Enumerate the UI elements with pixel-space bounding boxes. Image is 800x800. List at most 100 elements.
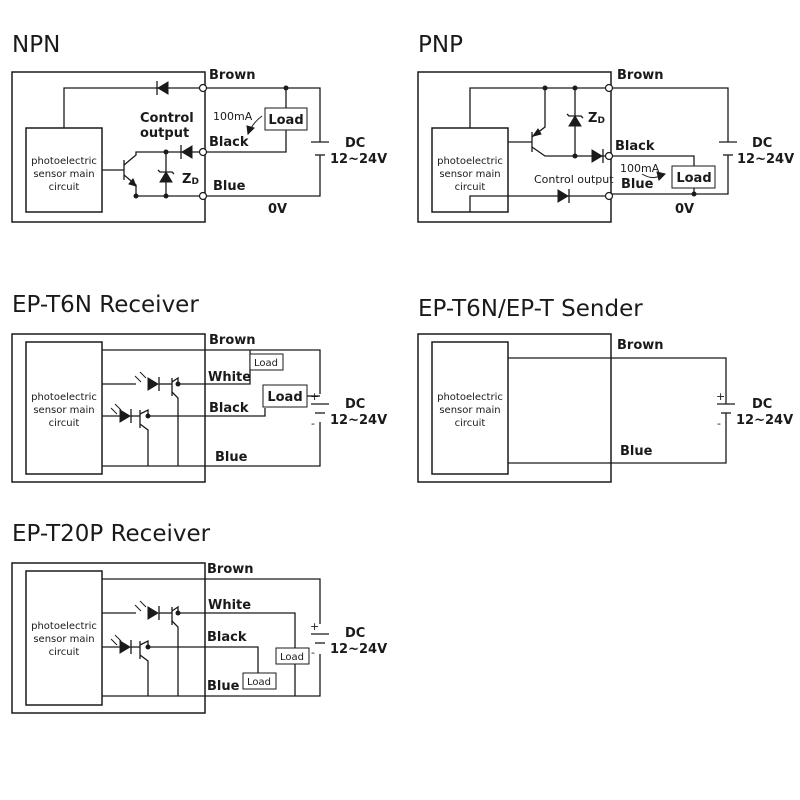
t20p-receiver-diagram: EP-T20P Receiver photoelectric sensor ma… <box>11 521 387 714</box>
npn-0v-label: 0V <box>268 202 287 217</box>
pnp-diagram: PNP photoelectric sensor main circuit ZD… <box>417 32 794 223</box>
t6n-dc-label: DC <box>345 397 365 412</box>
pnp-brown-internal-wire <box>469 87 609 128</box>
t6n-white-label: White <box>208 370 251 385</box>
t20p-white-label: White <box>208 598 251 613</box>
t6n-voltage-label: 12~24V <box>330 413 387 428</box>
npn-circuit-label-3: circuit <box>49 182 80 193</box>
t6n-main-circuit-box <box>25 341 103 475</box>
npn-black-external-wire <box>203 130 287 153</box>
npn-sensor-housing <box>11 71 206 223</box>
npn-junction-dot <box>163 149 169 155</box>
pnp-zd-label: ZD <box>588 111 605 126</box>
pnp-circuit-label-2: sensor main <box>439 169 500 180</box>
npn-title: NPN <box>12 32 60 58</box>
t6n-light-arrow <box>139 371 147 379</box>
sender-plus-label: + <box>716 390 725 403</box>
t20p-circuit-label-2: sensor main <box>33 634 94 645</box>
t6n-light-arrow <box>134 375 142 383</box>
t20p-sensor-housing <box>11 562 206 714</box>
t20p-black-emitter-wire <box>139 654 149 696</box>
t6n-junction-dot <box>175 381 181 387</box>
t6n-white-photodiode-icon <box>147 377 159 391</box>
npn-circuit-label-1: photoelectric <box>31 156 97 167</box>
pnp-blue-label: Blue <box>621 177 654 192</box>
npn-junction-dot <box>283 85 289 91</box>
npn-zener-diode-icon <box>159 171 173 183</box>
pnp-0v-label: 0V <box>675 202 694 217</box>
pnp-collector-wire <box>531 146 609 157</box>
t6n-blue-wire <box>102 422 321 467</box>
sender-housing <box>417 333 612 483</box>
npn-emitter-arrow-icon <box>128 178 137 187</box>
sender-diagram: EP-T6N/EP-T Sender photoelectric sensor … <box>417 296 793 483</box>
pnp-current-arrow-head-icon <box>656 171 666 181</box>
npn-zd-label: ZD <box>182 172 199 187</box>
pnp-blue-internal-wire <box>469 195 609 212</box>
npn-diagram: NPN photoelectric sensor main circuit ZD… <box>11 32 387 223</box>
t20p-lower-load-box <box>242 672 277 690</box>
pnp-current-label: 100mA <box>620 162 660 175</box>
sender-circuit-label-2: sensor main <box>439 405 500 416</box>
npn-junction-dot <box>163 193 169 199</box>
npn-circuit-label-2: sensor main <box>33 169 94 180</box>
npn-brown-terminal <box>198 83 208 93</box>
npn-brown-external-wire <box>203 87 321 142</box>
t6n-light-arrow <box>110 407 118 415</box>
t20p-dc-label: DC <box>345 626 365 641</box>
t20p-white-emitter-wire <box>171 620 179 696</box>
t6n-large-load-label: Load <box>267 390 302 405</box>
t20p-light-arrow <box>139 600 147 608</box>
t20p-minus-label: - <box>311 646 315 659</box>
pnp-black-label: Black <box>615 139 655 154</box>
npn-blue-terminal <box>198 191 208 201</box>
t20p-upper-load-label: Load <box>280 652 304 663</box>
sender-brown-wire <box>508 357 727 404</box>
t20p-blue-label: Blue <box>207 679 240 694</box>
t20p-light-arrow <box>134 604 142 612</box>
t20p-voltage-label: 12~24V <box>330 642 387 657</box>
sender-main-circuit-box <box>431 341 509 475</box>
pnp-black-terminal <box>604 151 614 161</box>
t6n-brown-label: Brown <box>209 333 256 348</box>
npn-black-terminal <box>198 147 208 157</box>
npn-blue-external-wire <box>203 155 321 197</box>
t20p-plus-label: + <box>310 620 319 633</box>
pnp-zener-diode-icon <box>568 115 582 127</box>
npn-black-label: Black <box>209 135 249 150</box>
t20p-main-circuit-box <box>25 570 103 706</box>
sender-circuit-label-1: photoelectric <box>437 392 503 403</box>
sender-blue-wire <box>508 413 727 464</box>
t20p-light-arrow <box>110 638 118 646</box>
sender-dc-label: DC <box>752 397 772 412</box>
pnp-junction-dot <box>572 153 578 159</box>
t20p-black-label: Black <box>207 630 247 645</box>
sender-blue-label: Blue <box>620 444 653 459</box>
pnp-reverse-diode-icon <box>557 189 569 203</box>
npn-dc-label: DC <box>345 136 365 151</box>
t6n-sensor-housing <box>11 333 206 483</box>
pnp-brown-terminal <box>604 83 614 93</box>
t20p-junction-dot <box>145 644 151 650</box>
pnp-sensor-housing <box>417 71 612 223</box>
pnp-output-diode-icon <box>591 149 603 163</box>
pnp-circuit-label-1: photoelectric <box>437 156 503 167</box>
t6n-brown-wire <box>102 349 321 394</box>
t6n-blue-label: Blue <box>215 450 248 465</box>
npn-control-label-1: Control <box>140 111 194 126</box>
pnp-control-output-label: Control output <box>534 173 614 186</box>
npn-zener-bar <box>157 169 175 175</box>
pnp-junction-dot <box>691 191 697 197</box>
pnp-brown-external-wire <box>609 87 729 142</box>
t6n-black-emitter-wire <box>139 423 149 466</box>
t20p-blue-wire <box>102 654 321 697</box>
pnp-zener-bar <box>566 113 584 119</box>
pnp-blue-external-wire <box>609 155 729 195</box>
npn-load-box <box>264 107 308 131</box>
t6n-small-load-label: Load <box>254 358 278 369</box>
t20p-white-photodiode-icon <box>147 606 159 620</box>
t20p-upper-load-box <box>275 647 310 665</box>
t6n-small-load-box <box>249 353 284 371</box>
npn-junction-dot <box>133 193 139 199</box>
t6n-light-arrow <box>114 403 122 411</box>
